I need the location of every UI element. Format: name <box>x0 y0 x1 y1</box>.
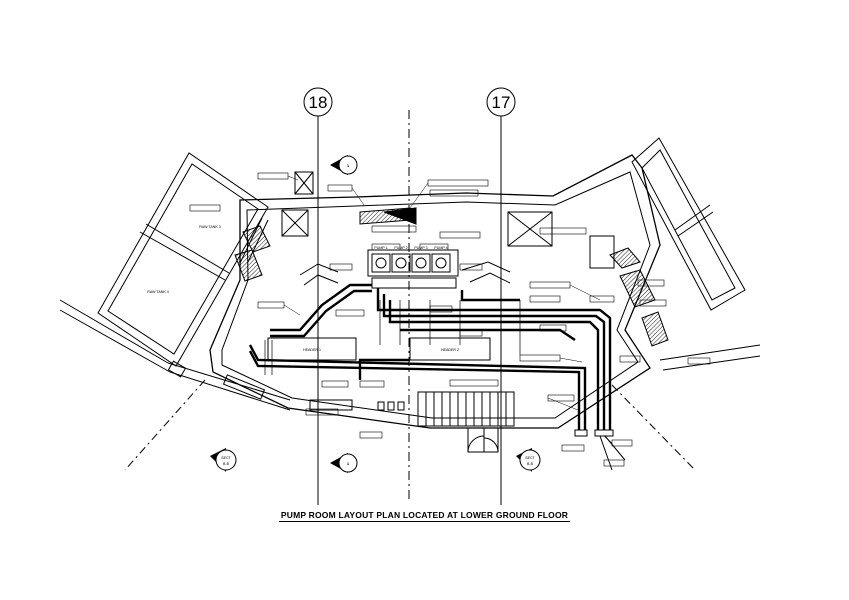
grid-label-18: 18 <box>309 93 328 112</box>
drawing-title-text: PUMP ROOM LAYOUT PLAN LOCATED AT LOWER G… <box>278 510 571 522</box>
pump-4-label: PUMP 4 <box>434 246 447 250</box>
section-marker-right: SECT B-B <box>516 448 541 472</box>
grid-bubble-17 <box>486 87 516 117</box>
pump-1-label: PUMP 1 <box>374 246 387 250</box>
section-line-left-diagonal <box>124 379 206 471</box>
left-corridor <box>59 299 291 411</box>
valve-row <box>222 374 405 411</box>
section-left-sub: B-B <box>223 462 230 466</box>
header-2-skid <box>409 337 491 361</box>
pump-group <box>367 249 459 289</box>
stair <box>417 391 515 427</box>
right-outer-building <box>631 137 746 311</box>
right-corridor <box>659 344 761 371</box>
pipe-terminations <box>574 429 626 471</box>
pump-2-label: PUMP 2 <box>394 246 407 250</box>
header-1-label: HEADER 1 <box>303 348 321 352</box>
grid-bubble-18 <box>303 87 333 117</box>
bend-fittings <box>299 261 511 286</box>
tank-left-label: RAW TANK 4 <box>147 290 169 294</box>
header-2-label: HEADER 2 <box>441 348 459 352</box>
section-marker-left: SECT B-B <box>210 448 237 472</box>
column-top-right <box>507 211 553 247</box>
hatched-walls <box>234 207 669 347</box>
header-1-skid <box>267 337 357 361</box>
door <box>467 427 499 453</box>
section-line-right-diagonal <box>611 384 696 471</box>
tank-left-top-label: RAW TANK 3 <box>199 225 221 229</box>
drawing-title: PUMP ROOM LAYOUT PLAN LOCATED AT LOWER G… <box>0 510 849 522</box>
column-top-left <box>294 171 314 195</box>
grid-label-17: 17 <box>492 93 511 112</box>
section-marker-bottom: 1 <box>330 453 358 473</box>
pipe-runs <box>248 283 612 430</box>
pipe-fine <box>264 300 521 375</box>
section-right-sect: SECT <box>525 456 535 460</box>
column-right-small <box>589 235 615 269</box>
section-marker-top-label: 1 <box>347 163 350 168</box>
section-left-sect: SECT <box>221 456 231 460</box>
column-top-left-2 <box>281 209 309 237</box>
left-outer-building <box>97 152 269 367</box>
section-marker-bottom-label: 1 <box>347 461 350 466</box>
section-right-sub: B-B <box>527 462 534 466</box>
section-marker-top: 1 <box>330 155 358 175</box>
leader-lines <box>283 175 613 444</box>
pump-3-label: PUMP 3 <box>414 246 427 250</box>
